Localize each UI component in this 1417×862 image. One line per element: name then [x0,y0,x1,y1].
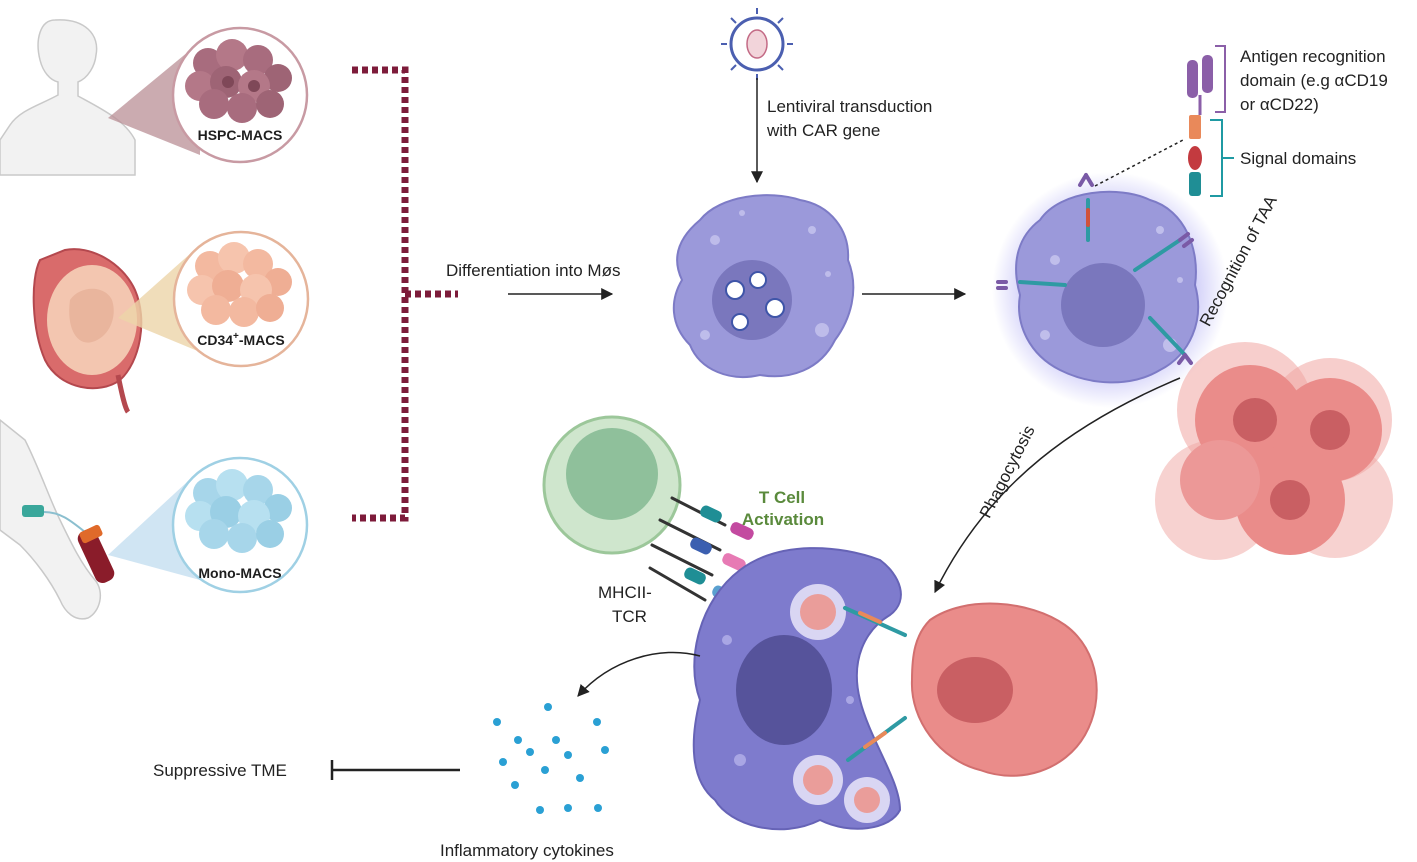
arm-blood-draw-icon [0,419,115,620]
mono-cells-icon [185,469,292,553]
hspc-circle: HSPC-MACS [171,26,309,164]
source-label-mono: Mono-MACS [198,565,281,581]
signal-bracket [1210,119,1223,197]
zoom-cone-mono [108,470,200,580]
cd34-cells-icon [187,242,292,327]
t-cell-activation-label-1: T Cell [758,488,806,507]
cytokine-dots-icon [493,703,609,814]
t-cell-activation-label-2: Activation [741,510,825,529]
mhc-tcr-label-2: TCR [612,607,647,626]
cd34-circle: CD34+-MACS [172,230,310,368]
lentivirus-icon [721,8,793,80]
phagocytosing-macrophage [692,547,907,831]
car-structure-icon [1187,55,1213,196]
signal-domains-label: Signal domains [1240,149,1357,168]
antigen-domain-label-2: domain (e.g αCD19 [1240,71,1388,90]
tumor-cluster [1155,342,1393,560]
cytokine-release-arrow [577,651,701,697]
macrophage-transduced [672,194,855,378]
hspc-cells-icon [185,39,292,123]
differentiation-label: Differentiation into Møs [446,261,621,280]
mono-circle: Mono-MACS [171,456,309,594]
pregnancy-icon [32,248,143,414]
engulfed-tumor-cell [910,602,1098,777]
source-label-hspc: HSPC-MACS [198,127,283,143]
phagocytosis-arrow [934,377,1181,594]
inflammatory-cytokines-label: Inflammatory cytokines [440,841,614,860]
car-zoom-dotted-line [1094,139,1184,187]
merge-bracket [352,66,458,522]
inhibition-line [330,760,460,780]
car-macrophage [992,172,1228,408]
antigen-domain-label-1: Antigen recognition [1240,47,1386,66]
car-receptors-icon [996,173,1194,365]
antigen-bracket [1215,45,1226,113]
antigen-domain-label-3: or αCD22) [1240,95,1319,114]
transduction-label-2: with CAR gene [767,121,881,140]
virus-particles-icon [725,271,785,331]
mhc-tcr-label-1: MHCII- [598,583,652,602]
human-body-icon [0,19,136,176]
suppressive-tme-label: Suppressive TME [153,761,287,780]
source-label-cd34: CD34+-MACS [197,331,285,348]
transduction-label-1: Lentiviral transduction [767,97,933,116]
t-cell [542,415,682,555]
